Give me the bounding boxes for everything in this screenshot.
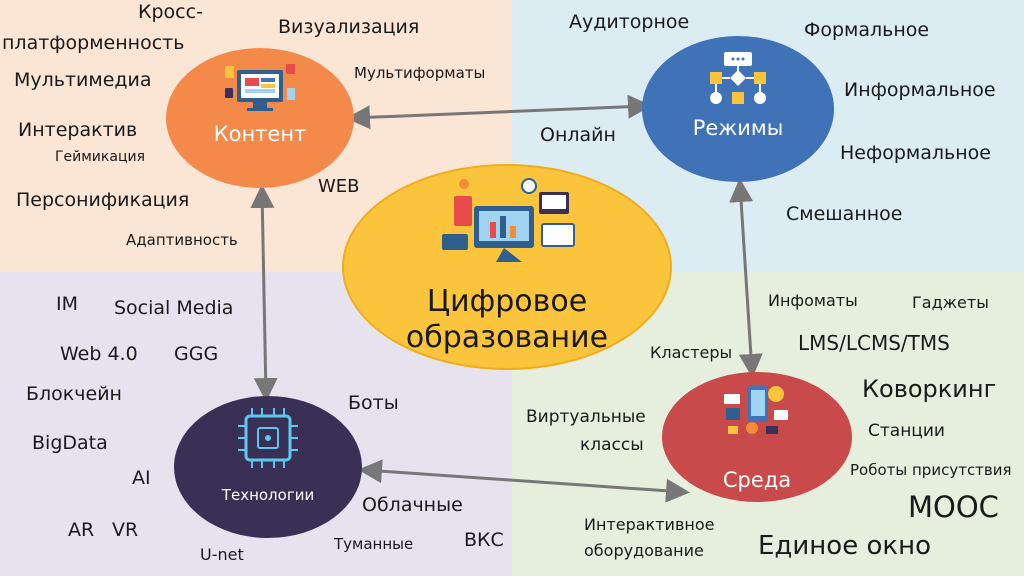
content-item-visualization: Визуализация	[278, 16, 420, 38]
environment-title: Среда	[722, 468, 792, 492]
arrow-technologies-environment	[358, 459, 690, 503]
modes-item-classroom: Аудиторное	[569, 11, 690, 33]
tech-item-bots: Боты	[348, 392, 399, 414]
content-item-multimedia: Мультимедиа	[14, 69, 152, 91]
tech-item-vks: ВКС	[464, 529, 504, 551]
content-item-adaptivity: Адаптивность	[126, 231, 238, 249]
env-item-coworking: Коворкинг	[862, 375, 997, 403]
tech-item-unet: U-net	[200, 545, 244, 564]
tech-item-vr: VR	[112, 519, 139, 541]
env-item-clusters: Кластеры	[650, 343, 733, 362]
env-item-gadgets: Гаджеты	[912, 293, 989, 312]
tech-item-blockchain: Блокчейн	[26, 383, 122, 405]
env-item-lms: LMS/LCMS/TMS	[798, 331, 950, 355]
tech-item-cloud: Облачные	[362, 494, 463, 516]
chip-icon	[238, 408, 298, 468]
modes-item-online: Онлайн	[540, 124, 616, 146]
tech-item-web40: Web 4.0	[60, 343, 138, 365]
env-item-mooc: МООС	[908, 490, 999, 524]
env-item-virtual-1: Виртуальные	[526, 407, 646, 427]
flowchart-icon	[710, 52, 766, 104]
env-item-interactive-2: оборудование	[584, 541, 704, 560]
arrow-content-technologies	[250, 184, 278, 402]
technologies-title: Технологии	[221, 486, 315, 504]
tech-item-fog: Туманные	[334, 535, 414, 553]
modes-item-formal: Формальное	[804, 19, 930, 41]
content-node: Контент	[166, 48, 354, 188]
env-item-stations: Станции	[868, 421, 945, 441]
env-item-interactive-1: Интерактивное	[584, 515, 715, 534]
env-item-virtual-2: классы	[580, 435, 644, 455]
tech-item-ai: AI	[132, 467, 151, 489]
content-item-personification: Персонификация	[16, 189, 190, 211]
devices-icon	[442, 178, 575, 262]
gadgets-icon	[724, 386, 788, 434]
env-item-single-window: Единое окно	[758, 531, 931, 561]
env-item-infomats: Инфоматы	[768, 291, 858, 310]
center-title-line1: Цифровое	[426, 284, 588, 319]
center-title-line2: образование	[405, 320, 609, 355]
tech-item-im: IM	[56, 293, 78, 315]
env-item-telepresence: Роботы присутствия	[850, 461, 1012, 479]
content-item-cross-2: платформенность	[2, 32, 185, 54]
content-item-gamification: Геймикация	[55, 149, 145, 165]
content-item-interactive: Интерактив	[18, 119, 138, 141]
tech-item-ar: AR	[68, 519, 95, 541]
arrow-content-modes	[346, 94, 652, 130]
modes-item-blended: Смешанное	[786, 203, 903, 225]
center-node: Цифровое образование	[342, 164, 672, 370]
content-item-cross-1: Кросс-	[138, 1, 203, 23]
modes-item-informal: Информальное	[844, 79, 996, 101]
arrow-modes-environment	[729, 178, 763, 378]
technologies-node: Технологии	[174, 396, 362, 538]
content-item-multiformats: Мультиформаты	[354, 64, 486, 82]
tech-item-ggg: GGG	[174, 343, 219, 365]
modes-node: Режимы	[642, 36, 834, 182]
tech-item-social-media: Social Media	[114, 297, 234, 319]
content-title: Контент	[213, 122, 307, 146]
modes-item-nonformal: Неформальное	[840, 142, 991, 164]
monitor-icon	[225, 64, 295, 111]
environment-node: Среда	[662, 372, 852, 502]
tech-item-bigdata: BigData	[32, 432, 108, 454]
modes-title: Режимы	[692, 116, 784, 140]
content-item-web: WEB	[318, 176, 360, 197]
